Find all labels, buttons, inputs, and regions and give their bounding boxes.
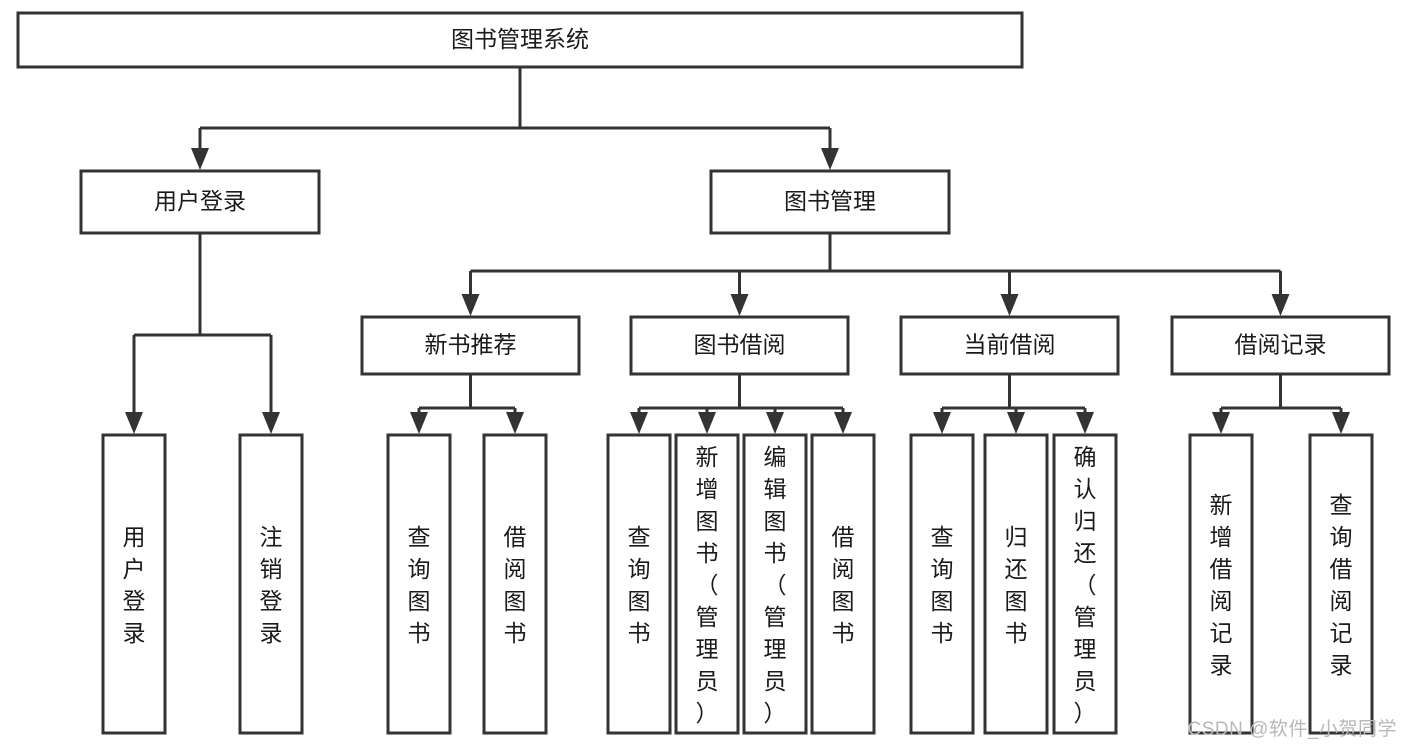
node-box-rect [1052, 433, 1118, 735]
node-box-rect [742, 433, 808, 735]
arrow-head-icon [1271, 294, 1290, 316]
arrow-head-icon [698, 412, 716, 434]
node-label: 新书推荐 [425, 332, 517, 358]
node-boxes-group: 图书管理系统用户登录图书管理新书推荐图书借阅当前借阅借阅记录用户登录注销登录查询… [16, 11, 1391, 735]
node-leaf-return-book[interactable]: 归还图书 [983, 433, 1049, 735]
node-label: 图书管理系统 [451, 26, 589, 52]
arrow-head-icon [1000, 294, 1019, 316]
arrow-head-icon [506, 412, 524, 434]
node-box-rect [386, 433, 452, 735]
node-label: 编辑图书（管理员） [764, 444, 787, 726]
node-box-rect [899, 315, 1120, 376]
node-leaf-query-book-2[interactable]: 查询图书 [606, 433, 672, 735]
arrow-head-icon [730, 294, 749, 316]
node-box-rect [1308, 433, 1374, 735]
node-box-rect [810, 433, 876, 735]
arrow-head-icon [766, 412, 784, 434]
node-box-rect [238, 433, 304, 735]
node-book-management[interactable]: 图书管理 [709, 169, 951, 235]
node-borrow-record[interactable]: 借阅记录 [1170, 315, 1391, 376]
node-label: 注销登录 [260, 524, 283, 646]
node-box-rect [482, 433, 548, 735]
arrow-head-icon [1212, 412, 1230, 434]
node-leaf-query-book-1[interactable]: 查询图书 [386, 433, 452, 735]
node-box-rect [79, 169, 321, 235]
node-label: 查询借阅记录 [1330, 492, 1353, 678]
node-box-rect [709, 169, 951, 235]
arrow-head-icon [262, 412, 280, 434]
node-label: 确认归还（管理员） [1074, 444, 1097, 726]
node-box-rect [360, 315, 581, 376]
node-box-rect [101, 433, 167, 735]
node-box-rect [1188, 433, 1254, 735]
arrow-head-icon [461, 294, 480, 316]
node-box-rect [909, 433, 975, 735]
node-label: 新增借阅记录 [1210, 492, 1233, 678]
node-box-rect [606, 433, 672, 735]
node-leaf-user-login[interactable]: 用户登录 [101, 433, 167, 735]
arrow-head-icon [630, 412, 648, 434]
connector-lines-group [125, 67, 1350, 434]
arrow-head-icon [1332, 412, 1350, 434]
node-label: 借阅图书 [504, 524, 527, 646]
node-box-rect [983, 433, 1049, 735]
node-label: 图书借阅 [694, 332, 786, 358]
node-leaf-borrow-book-2[interactable]: 借阅图书 [810, 433, 876, 735]
arrow-head-icon [191, 148, 209, 170]
node-leaf-edit-book[interactable]: 编辑图书（管理员） [742, 433, 808, 735]
node-leaf-logout-login[interactable]: 注销登录 [238, 433, 304, 735]
node-label: 用户登录 [123, 524, 146, 646]
node-user-login[interactable]: 用户登录 [79, 169, 321, 235]
arrow-head-icon [1076, 412, 1094, 434]
node-box-rect [674, 433, 740, 735]
node-label: 图书管理 [784, 188, 876, 214]
arrow-head-icon [933, 412, 951, 434]
node-book-borrow[interactable]: 图书借阅 [629, 315, 850, 376]
node-label: 借阅记录 [1235, 332, 1327, 358]
arrow-head-icon [821, 148, 839, 170]
node-new-book-recommend[interactable]: 新书推荐 [360, 315, 581, 376]
node-label: 当前借阅 [964, 332, 1056, 358]
csdn-watermark: CSDN @软件_小贺同学 [1187, 719, 1397, 740]
node-label: 借阅图书 [832, 524, 855, 646]
node-leaf-borrow-book-1[interactable]: 借阅图书 [482, 433, 548, 735]
node-leaf-add-book[interactable]: 新增图书（管理员） [674, 433, 740, 735]
node-box-rect [16, 11, 1024, 69]
node-leaf-query-book-3[interactable]: 查询图书 [909, 433, 975, 735]
node-box-rect [629, 315, 850, 376]
node-label: 用户登录 [154, 188, 246, 214]
arrow-head-icon [125, 412, 143, 434]
node-current-borrow[interactable]: 当前借阅 [899, 315, 1120, 376]
arrow-head-icon [1007, 412, 1025, 434]
node-label: 查询图书 [931, 524, 954, 646]
arrow-head-icon [410, 412, 428, 434]
node-label: 新增图书（管理员） [696, 444, 719, 726]
node-label: 查询图书 [628, 524, 651, 646]
node-leaf-confirm-return[interactable]: 确认归还（管理员） [1052, 433, 1118, 735]
node-root[interactable]: 图书管理系统 [16, 11, 1024, 69]
arrow-head-icon [834, 412, 852, 434]
node-leaf-query-borrow-record[interactable]: 查询借阅记录 [1308, 433, 1374, 735]
node-leaf-add-borrow-record[interactable]: 新增借阅记录 [1188, 433, 1254, 735]
node-box-rect [1170, 315, 1391, 376]
node-label: 查询图书 [408, 524, 431, 646]
node-label: 归还图书 [1005, 524, 1028, 646]
